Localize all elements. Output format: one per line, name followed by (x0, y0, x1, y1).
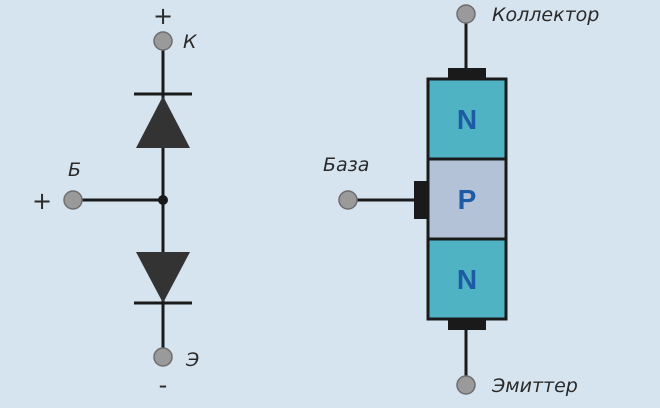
n-layer-top (426, 77, 508, 161)
upper-diode-triangle (136, 96, 190, 148)
structure-base-label: База (323, 154, 369, 176)
emitter-contact (448, 318, 486, 330)
collector-contact (448, 68, 486, 80)
junction-dot (158, 195, 168, 205)
n-layer-bottom (426, 237, 508, 321)
emitter-label: Э (185, 349, 199, 371)
base-terminal (63, 190, 83, 210)
structure-base-terminal (338, 190, 358, 210)
npn-structure: N P N Коллектор База Эмиттер (323, 4, 599, 397)
lower-diode-triangle (136, 252, 190, 303)
structure-emitter-label: Эмиттер (491, 375, 578, 397)
emitter-sign: - (159, 371, 168, 399)
layer-letter-bottom: N (457, 264, 477, 295)
collector-sign: + (153, 2, 173, 30)
diode-model: + К + Б Э - (32, 2, 199, 399)
structure-collector-label: Коллектор (492, 4, 599, 26)
collector-terminal (153, 31, 173, 51)
base-contact (414, 181, 428, 219)
base-sign: + (32, 187, 52, 215)
emitter-terminal (153, 347, 173, 367)
upper-diode (134, 92, 192, 148)
collector-label: К (183, 31, 198, 53)
base-label: Б (68, 159, 81, 181)
structure-emitter-terminal (456, 375, 476, 395)
layer-letter-middle: P (458, 184, 477, 215)
structure-collector-terminal (456, 4, 476, 24)
lower-diode (134, 252, 192, 305)
p-layer (426, 157, 508, 241)
layer-letter-top: N (457, 104, 477, 135)
